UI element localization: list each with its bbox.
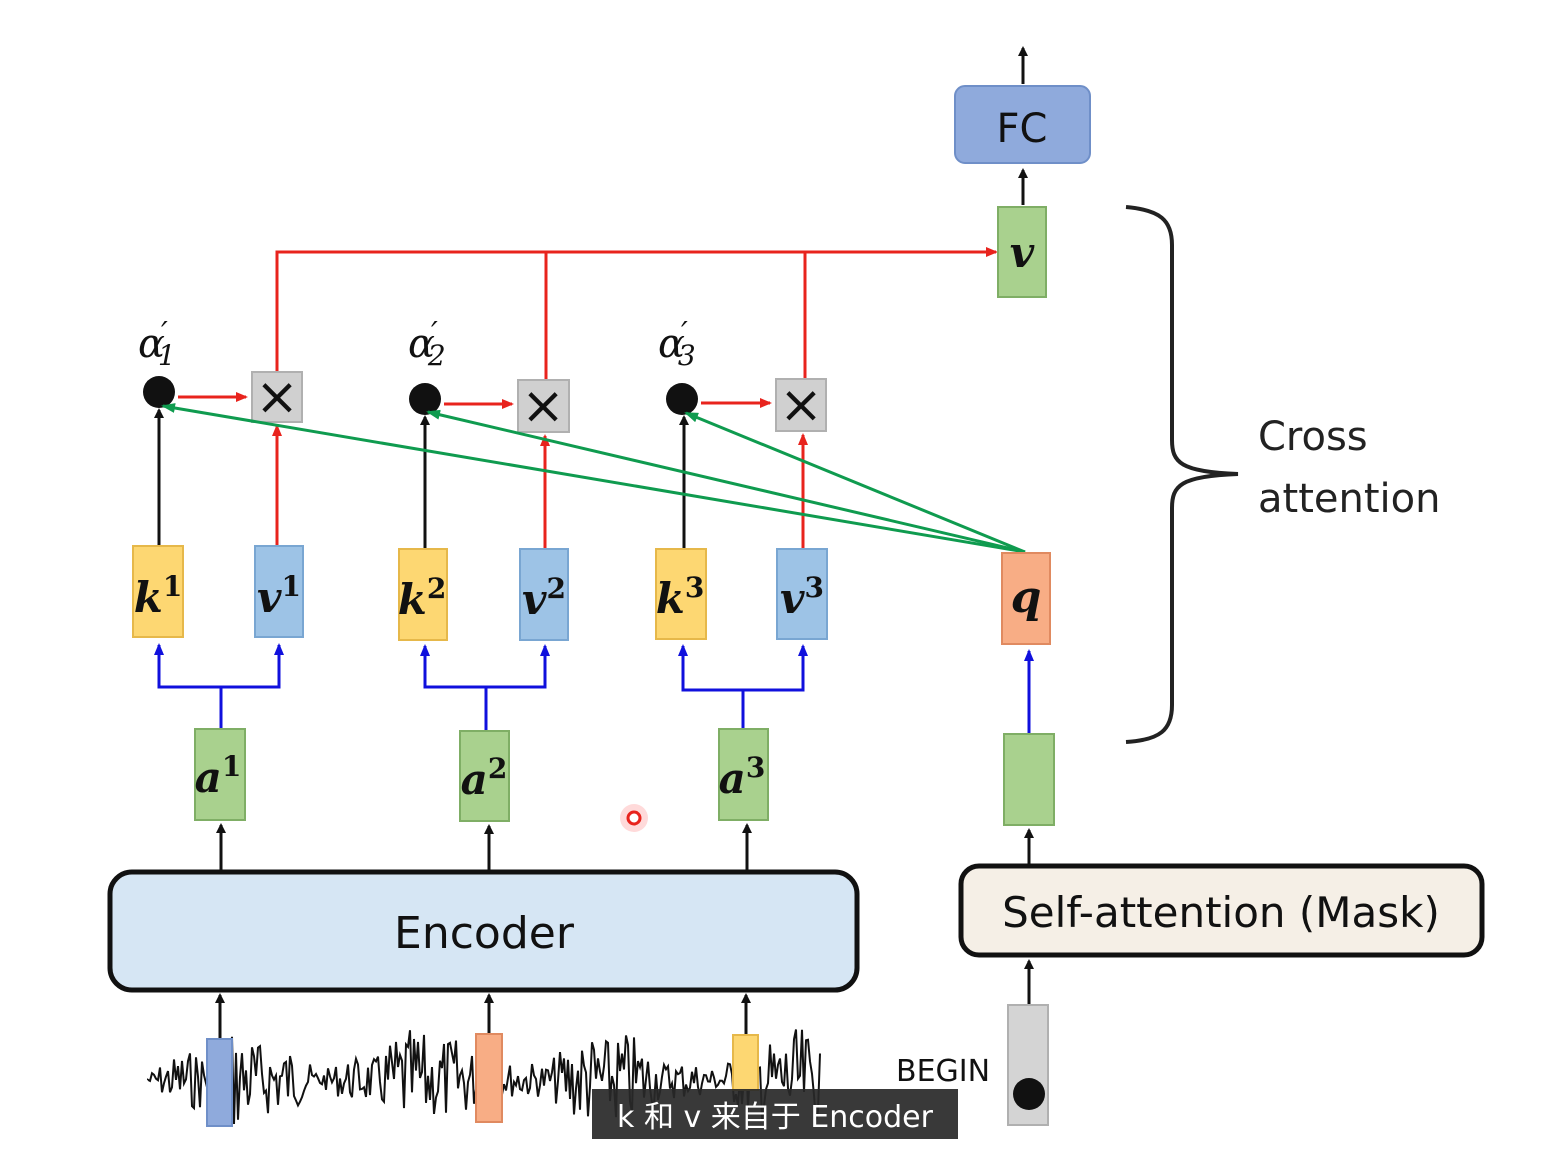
wave-frame-2: [475, 1033, 503, 1123]
value-label-2: v2: [522, 572, 566, 624]
sum-line-1: [275, 247, 998, 375]
multiply-symbol-1: ×: [255, 367, 299, 427]
query-arrow-3: [684, 411, 1026, 554]
key-box-3: [655, 548, 707, 640]
key-box-2: [398, 548, 448, 641]
key-label-3: k3: [656, 571, 705, 623]
column-1: α′1 × k1 v1 a1: [132, 316, 304, 871]
projection-fork-3: [678, 644, 808, 728]
projection-branch-2: [486, 644, 550, 689]
value-label-1: v1: [257, 570, 301, 622]
output-v-box: [997, 206, 1047, 298]
query-attention-arrows: [161, 403, 1026, 554]
input-label-1: a1: [195, 750, 242, 802]
laser-pointer-dot: [620, 804, 648, 832]
begin-token-dot: [1013, 1078, 1045, 1110]
multiply-symbol-3: ×: [779, 375, 823, 435]
query-vector: q: [1001, 552, 1051, 645]
audio-waveform: [147, 1029, 821, 1127]
alpha-label-1: α′1: [138, 316, 176, 372]
output-v-label: v: [1010, 228, 1035, 277]
key-label-2: k2: [398, 572, 447, 624]
input-box-2: [459, 730, 510, 822]
multiply-box-3: [775, 378, 827, 432]
output-vector: v: [997, 206, 1047, 298]
value-box-1: [254, 545, 304, 638]
projection-branch-1: [221, 643, 284, 689]
fc-block: FC: [954, 85, 1091, 164]
weighted-sum-lines: [275, 247, 998, 380]
key-box-1: [132, 545, 184, 638]
begin-token: [1007, 1004, 1049, 1126]
value-box-3: [776, 548, 828, 640]
self-attention-box: [958, 863, 1485, 958]
encoder-box: [107, 869, 860, 993]
wave-frame-3: [732, 1034, 759, 1091]
multiply-symbol-2: ×: [521, 376, 565, 436]
value-box-2: [519, 548, 569, 641]
projection-branch-3: [743, 644, 808, 692]
alpha-label-3: α′3: [658, 316, 696, 372]
decoder-hidden-box: [1003, 733, 1055, 826]
alpha-dot-1: [143, 376, 175, 408]
multiply-box-2: [517, 379, 570, 433]
query-label: q: [1011, 572, 1042, 623]
cross-attention-brace: [1125, 205, 1239, 744]
input-box-1: [194, 728, 246, 821]
self-attention-label: Self-attention (Mask): [1002, 888, 1440, 937]
key-label-1: k1: [134, 570, 183, 622]
query-arrow-2: [426, 409, 1026, 554]
projection-fork-1: [154, 643, 284, 728]
projection-stem-2: [420, 644, 488, 730]
video-subtitle: k 和 v 来自于 Encoder: [592, 1089, 958, 1139]
alpha-dot-3: [666, 383, 698, 415]
wave-frame-1: [206, 1038, 233, 1127]
encoder-label: Encoder: [394, 908, 575, 959]
multiply-box-1: [251, 371, 303, 423]
value-label-3: v3: [780, 571, 824, 623]
projection-fork-2: [420, 644, 550, 730]
alpha-label-2: α′2: [408, 316, 446, 372]
fc-label: FC: [997, 106, 1048, 152]
self-attention-block: Self-attention (Mask): [958, 863, 1485, 958]
projection-stem-1: [154, 643, 223, 728]
encoder-block: Encoder: [107, 869, 860, 993]
input-label-3: a3: [719, 751, 766, 803]
fc-box: [954, 85, 1091, 164]
cross-attention-label-line2: attention: [1258, 476, 1440, 522]
column-2: α′2 × k2 v2 a2: [398, 316, 570, 871]
column-3: α′3 × k3 v3 a3: [655, 316, 828, 871]
begin-label: BEGIN: [896, 1054, 990, 1089]
cross-attention-label-line1: Cross: [1258, 414, 1368, 460]
query-arrow-1: [161, 403, 1026, 554]
query-box: [1001, 552, 1051, 645]
projection-stem-3: [678, 644, 745, 728]
alpha-dot-2: [409, 383, 441, 415]
input-label-2: a2: [461, 752, 508, 804]
input-box-3: [718, 728, 769, 821]
